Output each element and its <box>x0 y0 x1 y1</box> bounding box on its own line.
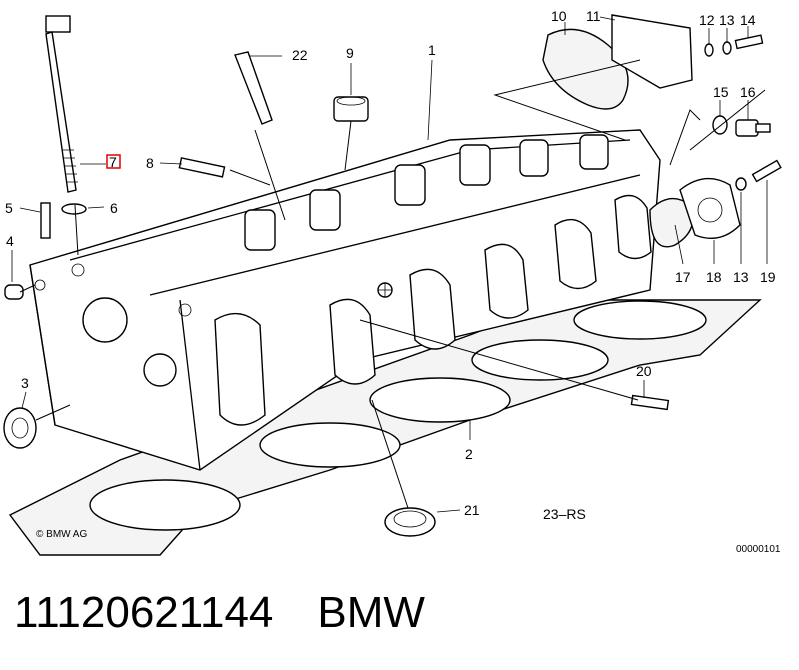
callout-20: 20 <box>636 363 652 379</box>
washer <box>61 203 87 215</box>
seal-ring <box>384 507 436 537</box>
cylinder-head <box>29 129 661 471</box>
callout-12: 12 <box>699 12 715 28</box>
bolt <box>734 34 764 50</box>
callout-6: 6 <box>110 200 118 216</box>
connection-lines <box>19 59 766 509</box>
exploded-parts-diagram: 1 2 3 4 5 6 7 8 9 10 11 12 13 13 14 15 1… <box>3 8 782 556</box>
callout-10: 10 <box>551 8 567 24</box>
callout-17: 17 <box>675 269 691 285</box>
leader-lines <box>11 16 768 513</box>
callout-13-side: 13 <box>733 269 749 285</box>
washer <box>722 41 732 55</box>
callout-19: 19 <box>760 269 776 285</box>
callout-1: 1 <box>428 42 436 58</box>
temperature-sensor <box>735 119 771 137</box>
callout-5: 5 <box>5 200 13 216</box>
callout-7: 7 <box>109 154 117 170</box>
callout-22: 22 <box>292 47 308 63</box>
gasket <box>649 197 694 248</box>
brand-name: BMW <box>317 588 425 637</box>
callout-8: 8 <box>146 155 154 171</box>
stud <box>40 202 51 239</box>
sealing-plug <box>333 96 369 122</box>
bolt <box>751 159 782 183</box>
callout-15: 15 <box>713 84 729 100</box>
guide-tube <box>234 51 273 125</box>
highlight-box <box>106 154 121 169</box>
part-number: 11120621144 <box>14 588 274 637</box>
flange <box>679 177 741 239</box>
part-caption: 11120621144 BMW <box>14 583 425 643</box>
callout-14: 14 <box>740 12 756 28</box>
callout-labels: 1 2 3 4 5 6 7 8 9 10 11 12 13 13 14 15 1… <box>5 8 781 555</box>
rs-label: 23–RS <box>543 506 586 522</box>
washer <box>735 177 747 191</box>
washer <box>704 43 714 57</box>
callout-4: 4 <box>6 233 14 249</box>
callout-11: 11 <box>586 8 601 24</box>
callout-2: 2 <box>465 446 473 462</box>
callout-21: 21 <box>464 502 480 518</box>
diagram-id: 00000101 <box>736 544 781 555</box>
head-bolt <box>45 15 78 193</box>
stud <box>630 394 670 411</box>
callout-3: 3 <box>21 375 29 391</box>
callout-13-top: 13 <box>719 12 735 28</box>
callout-18: 18 <box>706 269 722 285</box>
screw-plug <box>3 407 37 449</box>
stud <box>178 157 226 178</box>
callout-16: 16 <box>740 84 756 100</box>
dowel <box>4 284 24 300</box>
callout-9: 9 <box>346 45 354 61</box>
gasket-and-cover <box>542 14 693 110</box>
head-gasket <box>8 299 762 556</box>
copyright-text: © BMW AG <box>36 529 87 540</box>
sealing-ring <box>712 115 728 135</box>
